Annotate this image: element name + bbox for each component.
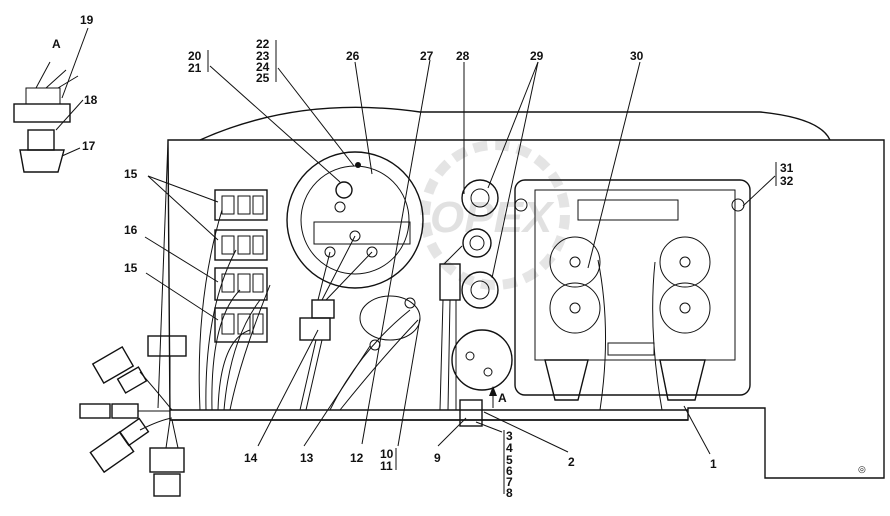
callout-17: 17: [82, 139, 96, 153]
view-label: A: [52, 37, 61, 51]
sensor-cluster: [329, 295, 421, 411]
callout-22: 22: [256, 37, 270, 51]
switch-block-stack: [198, 189, 271, 411]
callout-20: 20: [188, 49, 202, 63]
callout-28: 28: [456, 49, 470, 63]
inset-view-a: A: [13, 37, 79, 173]
callout-10: 10: [380, 447, 394, 461]
callout-2: 2: [568, 455, 575, 469]
callout-8: 8: [506, 486, 513, 500]
callout-32: 32: [780, 174, 794, 188]
callout-14: 14: [244, 451, 258, 465]
callout-16: 16: [124, 223, 138, 237]
callout-brackets: [207, 40, 777, 494]
callout-25: 25: [256, 71, 270, 85]
panel-hood: [199, 106, 831, 141]
callout-3: 3: [506, 429, 513, 443]
callout-18: 18: [84, 93, 98, 107]
panel-outline: [167, 139, 885, 479]
callout-11: 11: [380, 459, 393, 473]
gauge-26: [286, 151, 424, 411]
callout-7: 7: [506, 475, 513, 489]
callout-15-lower: 15: [124, 261, 138, 275]
instrument-cluster: [514, 179, 751, 411]
callout-29: 29: [530, 49, 544, 63]
callout-13: 13: [300, 451, 314, 465]
watermark-gear: OPEX: [420, 140, 570, 290]
callout-12: 12: [350, 451, 364, 465]
callout-23: 23: [256, 49, 270, 63]
callout-5: 5: [506, 453, 513, 467]
callout-1: 1: [710, 457, 717, 471]
callout-31: 31: [780, 161, 794, 175]
panel-left-edge: [157, 139, 169, 409]
watermark-text: OPEX: [430, 193, 555, 242]
left-connectors: [79, 335, 187, 497]
arrow-label-a: A: [498, 391, 507, 405]
callout-15-upper: 15: [124, 167, 138, 181]
callout-26: 26: [346, 49, 360, 63]
ground-mark: ◎: [858, 464, 866, 474]
leader-lines: [55, 27, 776, 455]
callout-24: 24: [256, 60, 270, 74]
callout-4: 4: [506, 441, 513, 455]
callout-19: 19: [80, 13, 94, 27]
callout-21: 21: [188, 61, 202, 75]
callout-6: 6: [506, 464, 513, 478]
callout-9: 9: [434, 451, 441, 465]
callout-30: 30: [630, 49, 644, 63]
right-switches: [439, 179, 513, 427]
callout-27: 27: [420, 49, 434, 63]
